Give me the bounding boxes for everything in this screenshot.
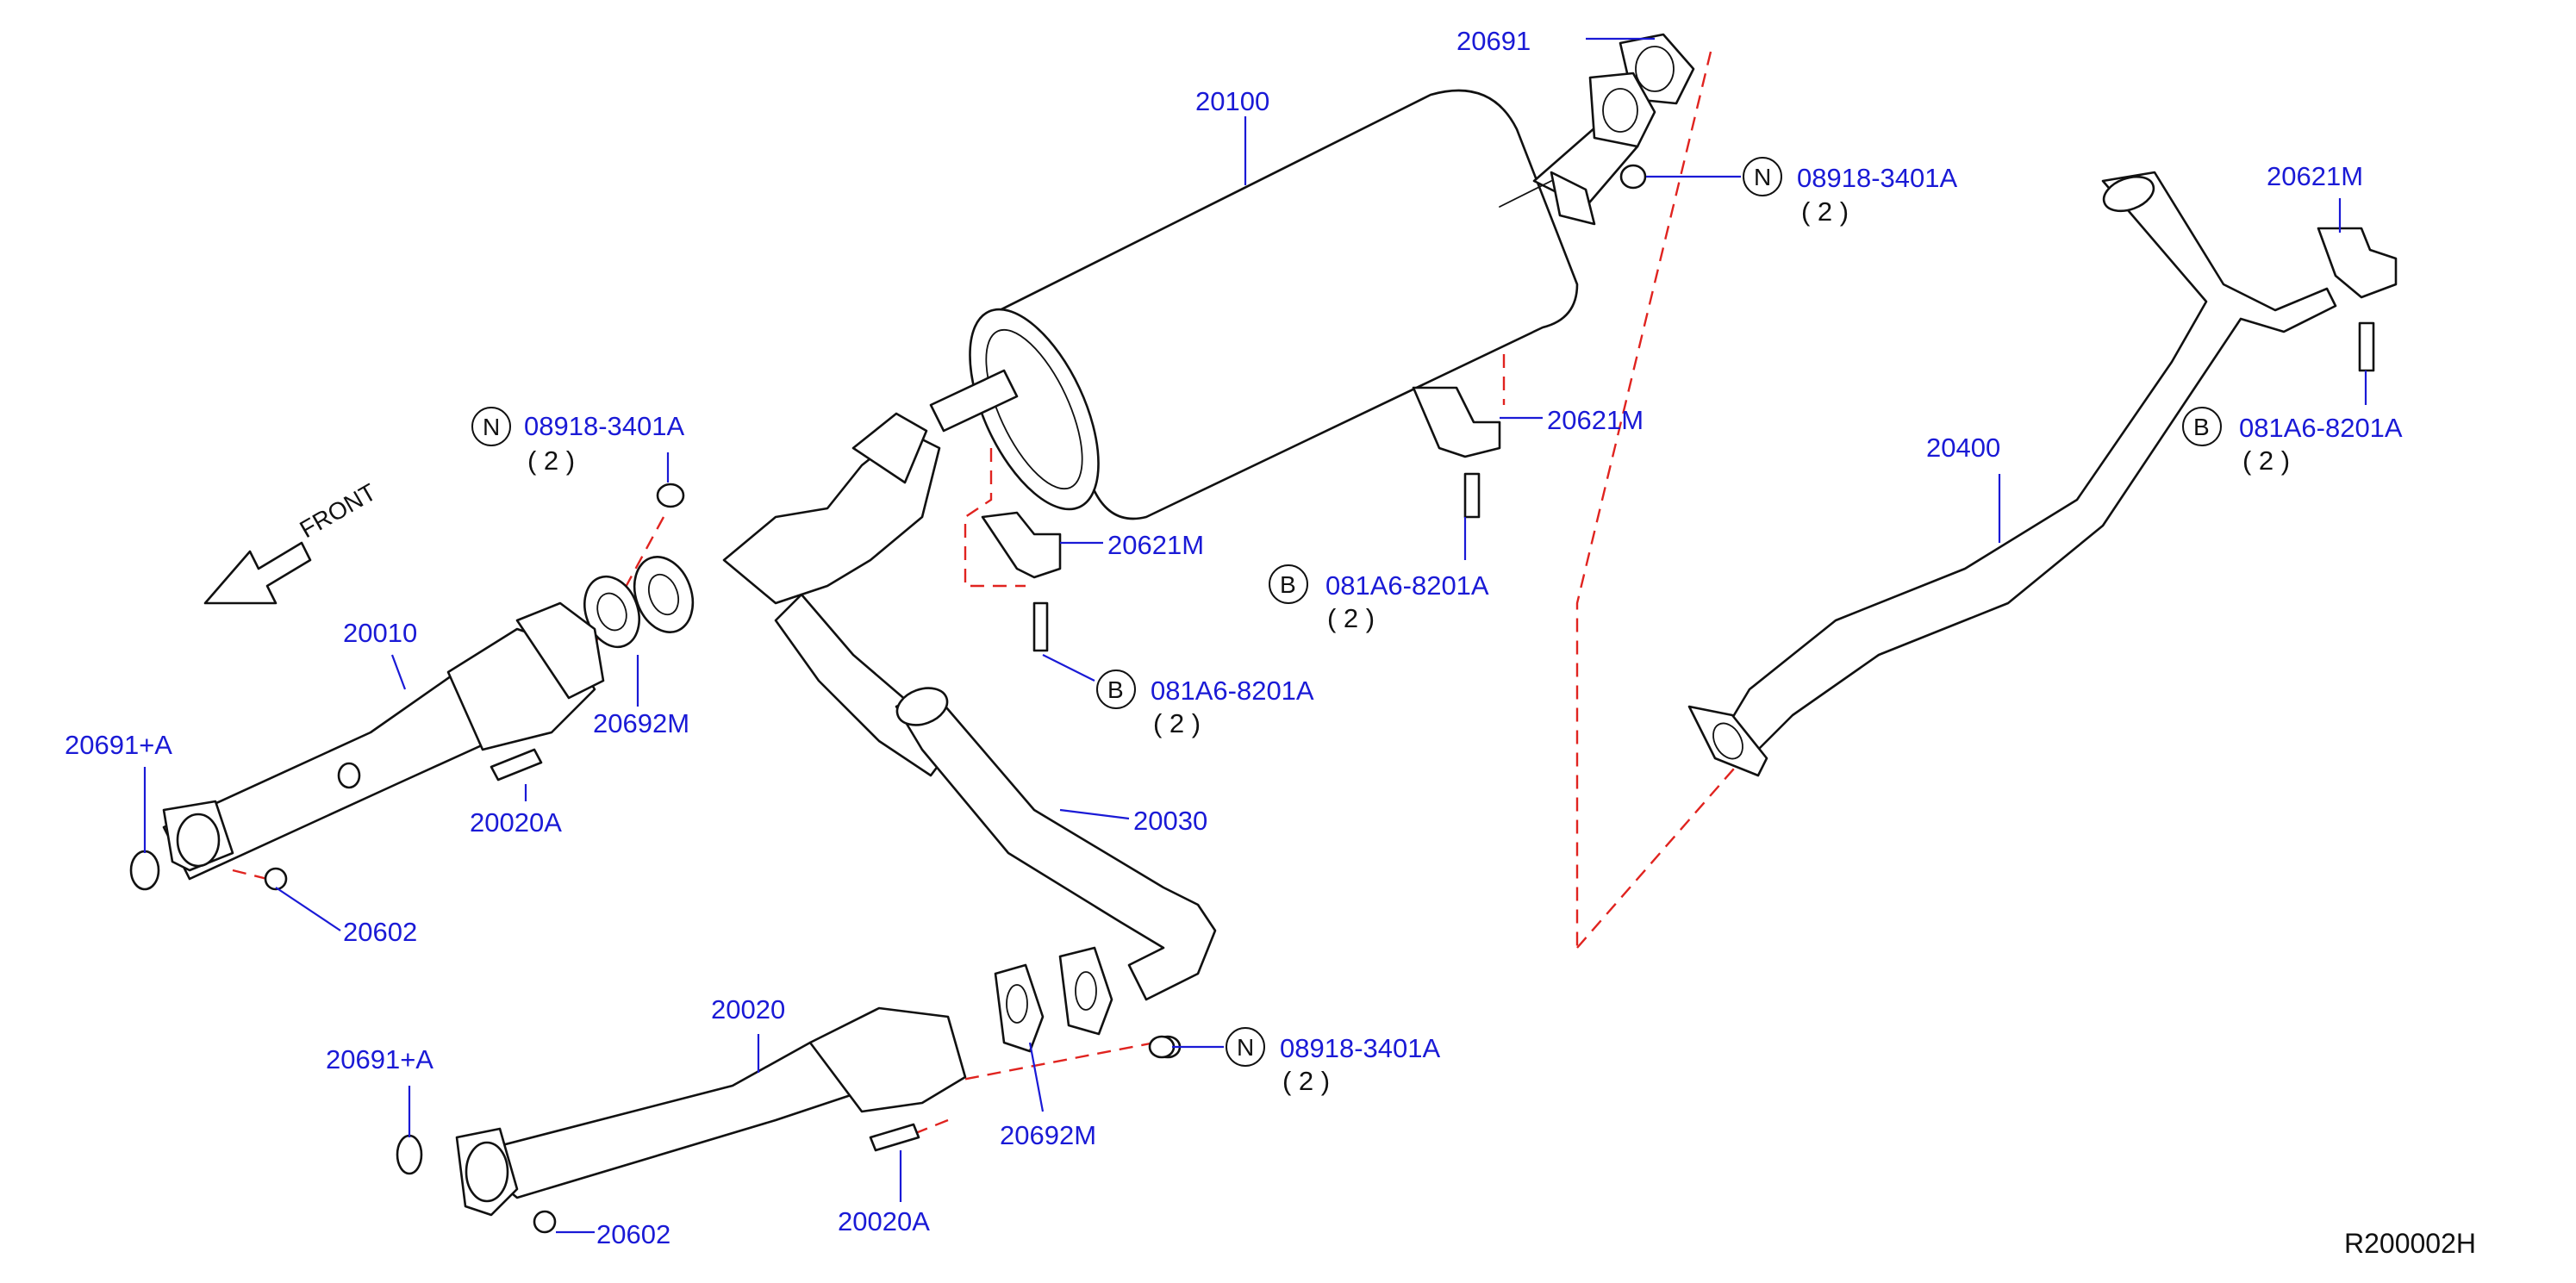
fastener-nut-b: N 08918-3401A ( 2 ) <box>1743 157 1957 227</box>
fastener-bolt-b: B 081A6-8201A ( 2 ) <box>1096 670 1314 738</box>
front-catalyst-pipe <box>129 601 605 891</box>
pins <box>490 748 920 1152</box>
hangers <box>981 227 2398 652</box>
label-20602-a: 20602 <box>343 917 417 947</box>
label-20691a-a: 20691+A <box>65 730 172 760</box>
nuts <box>656 164 1647 1059</box>
nut-a-prefix: N <box>483 414 500 440</box>
center-pipe <box>895 687 1217 1001</box>
nut-b-prefix: N <box>1754 164 1771 190</box>
top-gasket <box>1588 33 1695 148</box>
nut-b-badge <box>1743 157 1782 196</box>
nut-c-prefix: N <box>1237 1034 1254 1061</box>
bolt-c-badge <box>2182 407 2222 446</box>
bolt-a-code: 081A6-8201A <box>1325 570 1489 601</box>
label-20621m-c: 20621M <box>2267 161 2363 191</box>
label-20020a-a: 20020A <box>470 807 562 838</box>
bolt-c-prefix: B <box>2193 414 2210 440</box>
bolt-b-prefix: B <box>1107 676 1124 703</box>
leader-lines <box>143 37 2367 1234</box>
nut-c-badge <box>1226 1027 1265 1067</box>
nut-b-code: 08918-3401A <box>1797 163 1957 193</box>
bolt-a-prefix: B <box>1280 571 1296 598</box>
fastener-bolt-c: B 081A6-8201A ( 2 ) <box>2182 407 2403 476</box>
bolt-b-code: 081A6-8201A <box>1151 676 1314 706</box>
bolt-b-badge <box>1096 670 1136 709</box>
bolt-c-code: 081A6-8201A <box>2239 413 2403 443</box>
front-arrow: FRONT <box>203 478 381 605</box>
label-20692m-b: 20692M <box>1000 1120 1096 1150</box>
label-20691a-b: 20691+A <box>326 1044 433 1074</box>
label-20602-b: 20602 <box>596 1219 671 1249</box>
front-arrow-label: FRONT <box>296 478 381 543</box>
bolt-c-qty: ( 2 ) <box>2242 445 2290 476</box>
label-20020a-b: 20020A <box>838 1206 930 1236</box>
tail-pipe <box>1687 171 2337 777</box>
diagram-reference-code: R200002H <box>2344 1228 2476 1259</box>
label-20030: 20030 <box>1133 806 1207 836</box>
fastener-nut-c: N 08918-3401A ( 2 ) <box>1226 1027 1440 1096</box>
fastener-bolt-a: B 081A6-8201A ( 2 ) <box>1269 564 1489 633</box>
label-20100: 20100 <box>1195 86 1269 116</box>
nut-c-qty: ( 2 ) <box>1282 1066 1330 1096</box>
label-20691-top: 20691 <box>1456 26 1531 56</box>
label-20692m-a: 20692M <box>593 708 689 738</box>
nut-a-qty: ( 2 ) <box>527 445 575 476</box>
lower-catalyst-pipe <box>396 946 1182 1234</box>
part-labels: 20691 20100 20621M 20621M 20621M 20400 2… <box>65 26 2363 1249</box>
nut-b-qty: ( 2 ) <box>1801 196 1849 227</box>
bolt-a-badge <box>1269 564 1308 604</box>
main-muffler <box>929 89 1639 520</box>
label-20020: 20020 <box>711 994 785 1025</box>
nut-a-code: 08918-3401A <box>524 411 684 441</box>
label-20621m-a: 20621M <box>1547 405 1644 435</box>
bolt-b-qty: ( 2 ) <box>1153 708 1201 738</box>
nut-c-code: 08918-3401A <box>1280 1033 1440 1063</box>
label-20400: 20400 <box>1926 433 2000 463</box>
label-20621m-b: 20621M <box>1107 530 1204 560</box>
nut-a-badge <box>471 407 511 446</box>
label-20010: 20010 <box>343 618 417 648</box>
fastener-nut-a: N 08918-3401A ( 2 ) <box>471 407 684 476</box>
bolt-a-qty: ( 2 ) <box>1327 603 1375 633</box>
